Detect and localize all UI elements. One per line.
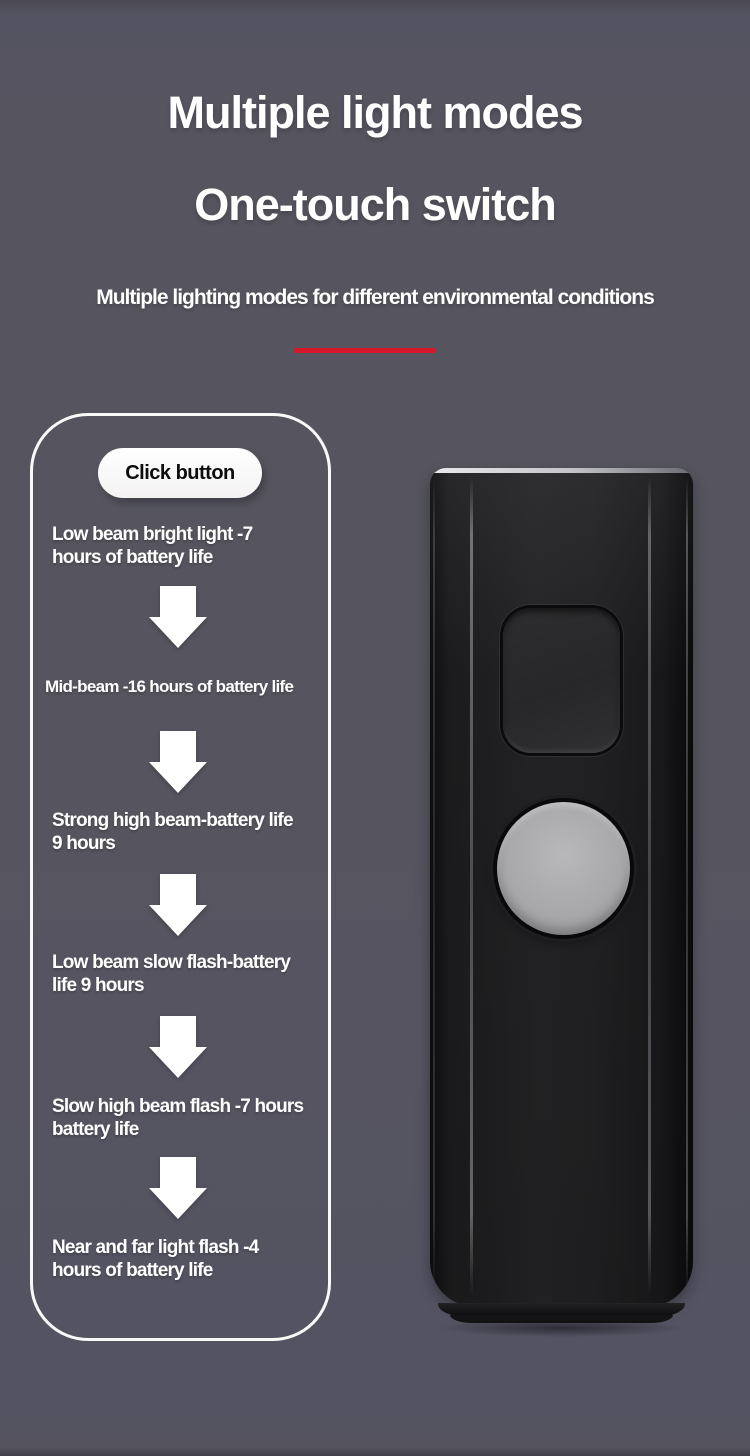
down-arrow-icon bbox=[149, 874, 207, 936]
mode-step-low-beam: Low beam bright light -7 hours of batter… bbox=[52, 524, 253, 568]
click-button-pill: Click button bbox=[98, 448, 262, 498]
mode-step-low-beam-slow-flash: Low beam slow flash-battery life 9 hours bbox=[52, 952, 291, 996]
bike-light-base bbox=[438, 1303, 685, 1317]
mode-step-strong-high-beam: Strong high beam-battery life 9 hours bbox=[52, 810, 294, 854]
drop-shadow bbox=[440, 1319, 683, 1337]
bike-light-body bbox=[430, 468, 693, 1307]
body-edge-highlight bbox=[433, 477, 435, 1295]
bike-light-top-edge bbox=[432, 468, 691, 473]
mode-step-slow-high-beam-flash: Slow high beam flash -7 hours battery li… bbox=[52, 1096, 304, 1140]
round-lens bbox=[497, 802, 630, 935]
mode-step-mid-beam: Mid-beam -16 hours of battery life bbox=[45, 677, 294, 696]
page-subtitle-heading: One-touch switch bbox=[194, 179, 557, 230]
red-divider bbox=[294, 348, 436, 353]
mode-flow-panel: Click button Low beam bright light -7 ho… bbox=[30, 413, 331, 1341]
mode-step-near-far-flash: Near and far light flash -4 hours of bat… bbox=[52, 1237, 259, 1281]
power-button bbox=[503, 608, 620, 753]
click-button-label: Click button bbox=[125, 461, 235, 484]
down-arrow-icon bbox=[149, 1016, 207, 1078]
bike-light-image bbox=[430, 468, 693, 1337]
body-edge-highlight bbox=[686, 477, 688, 1295]
body-highlight-line bbox=[648, 477, 651, 1295]
down-arrow-icon bbox=[149, 586, 207, 648]
page-description: Multiple lighting modes for different en… bbox=[96, 286, 655, 309]
page-title: Multiple light modes bbox=[167, 87, 584, 138]
down-arrow-icon bbox=[149, 731, 207, 793]
body-highlight-line bbox=[470, 477, 473, 1295]
down-arrow-icon bbox=[149, 1157, 207, 1219]
